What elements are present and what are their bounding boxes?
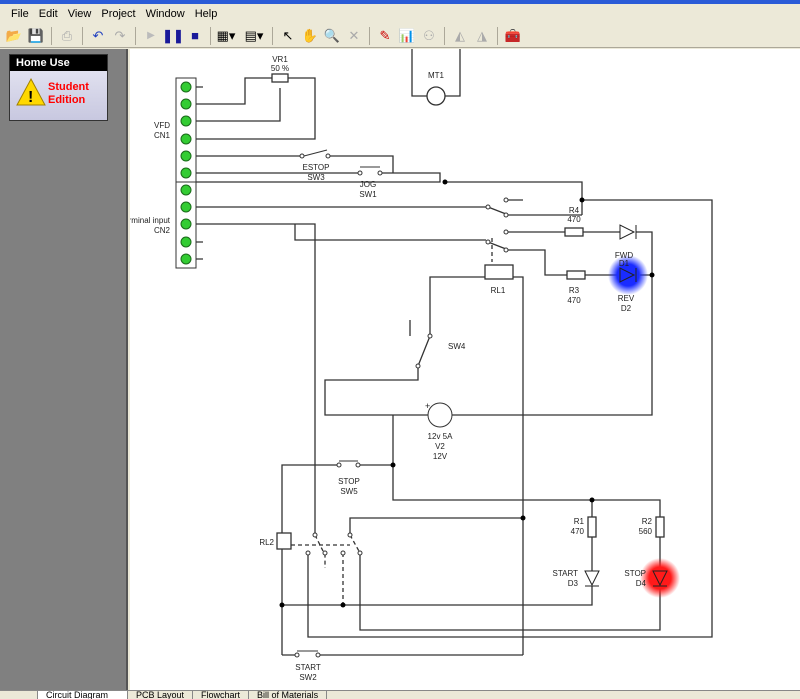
tab-circuit-diagram[interactable]: Circuit Diagram bbox=[38, 691, 128, 699]
v2-name: V2 bbox=[435, 442, 445, 451]
cn1-label: VFD bbox=[154, 121, 170, 130]
r2-name: R2 bbox=[642, 517, 653, 526]
menu-edit[interactable]: Edit bbox=[38, 8, 58, 20]
r2-value: 560 bbox=[639, 527, 653, 536]
pause-icon[interactable]: ❚❚ bbox=[162, 27, 184, 43]
d3-name: D3 bbox=[568, 579, 579, 588]
vr1-value: 50 % bbox=[271, 64, 289, 73]
document-tabs: Circuit Diagram PCB Layout Flowchart Bil… bbox=[0, 690, 800, 699]
sw2-name: SW2 bbox=[299, 673, 317, 682]
cn1-name: CN1 bbox=[154, 131, 171, 140]
probe-dropdown-icon[interactable]: ▤▾ bbox=[244, 27, 264, 43]
badge-line2: Edition bbox=[48, 94, 86, 106]
vr1-label: VR1 bbox=[272, 55, 288, 64]
flip-icon[interactable]: ◭ bbox=[455, 27, 465, 43]
sw1-label: JOG bbox=[360, 180, 376, 189]
d2-name: D2 bbox=[621, 304, 632, 313]
sw2-label: START bbox=[295, 663, 321, 672]
v2-label: 12v 5A bbox=[428, 432, 454, 441]
led-d2-lit bbox=[608, 255, 648, 295]
title-bar-edge bbox=[0, 0, 800, 4]
badge-line1: Student bbox=[48, 81, 89, 93]
r3-name: R3 bbox=[569, 286, 580, 295]
r1-value: 470 bbox=[571, 527, 585, 536]
save-icon[interactable]: 💾 bbox=[27, 27, 45, 43]
led-d4-lit bbox=[640, 558, 680, 598]
r4-name: R4 bbox=[569, 206, 580, 215]
d1-name: D1 bbox=[619, 259, 630, 268]
menu-view[interactable]: View bbox=[67, 8, 92, 20]
open-icon[interactable]: 📂 bbox=[5, 27, 23, 43]
svg-text:!: ! bbox=[28, 89, 33, 106]
rl2-name: RL2 bbox=[259, 538, 274, 547]
menu-project[interactable]: Project bbox=[101, 8, 136, 20]
tab-bill-of-materials[interactable]: Bill of Materials bbox=[249, 691, 328, 699]
toolbar: 📂 💾 ⎙ ↶ ↷ ▶ ❚❚ ■ ▦▾ ▤▾ ↖ ✋ 🔍 ✕ ✎ 📊 ⚇ ◭ ◮… bbox=[0, 24, 800, 48]
rotate-icon[interactable]: ◮ bbox=[477, 27, 487, 43]
circuit-canvas[interactable]: + VR1 50 % MT1 ESTOP SW3 JOG SW1 R4 470 … bbox=[122, 49, 800, 690]
v2-value: 12V bbox=[433, 452, 448, 461]
rl1-name: RL1 bbox=[491, 286, 506, 295]
undo-icon[interactable]: ↶ bbox=[92, 27, 104, 43]
svg-text:+: + bbox=[425, 401, 430, 411]
tab-pcb-layout[interactable]: PCB Layout bbox=[128, 691, 194, 699]
d3-label: START bbox=[553, 569, 579, 578]
toolbox-icon[interactable]: 🧰 bbox=[504, 27, 522, 43]
tab-flowchart[interactable]: Flowchart bbox=[193, 691, 250, 699]
d2-label: REV bbox=[618, 294, 635, 303]
r3-value: 470 bbox=[567, 296, 581, 305]
menu-window[interactable]: Window bbox=[145, 8, 185, 20]
sw5-label: STOP bbox=[338, 477, 360, 486]
menu-file[interactable]: File bbox=[11, 8, 29, 20]
sw3-name: SW3 bbox=[307, 173, 325, 182]
network-icon[interactable]: ⚇ bbox=[423, 27, 435, 43]
mt1-label: MT1 bbox=[428, 71, 445, 80]
sw4-name: SW4 bbox=[448, 342, 466, 351]
circuit-diagram: + VR1 50 % MT1 ESTOP SW3 JOG SW1 R4 470 … bbox=[122, 49, 713, 682]
delete-icon[interactable]: ✕ bbox=[348, 27, 360, 43]
r1-name: R1 bbox=[574, 517, 585, 526]
badge-title: Home Use bbox=[10, 55, 107, 71]
menu-help[interactable]: Help bbox=[194, 8, 218, 20]
chip-dropdown-icon[interactable]: ▦▾ bbox=[216, 27, 236, 43]
cn2-name: CN2 bbox=[154, 226, 171, 235]
r4-value: 470 bbox=[567, 215, 581, 224]
sw5-name: SW5 bbox=[340, 487, 358, 496]
play-icon[interactable]: ▶ bbox=[147, 30, 155, 41]
sw3-label: ESTOP bbox=[303, 163, 330, 172]
pointer-icon[interactable]: ↖ bbox=[282, 27, 294, 43]
menu-bar: File Edit View Project Window Help bbox=[0, 4, 800, 24]
d4-name: D4 bbox=[636, 579, 647, 588]
d4-label: STOP bbox=[624, 569, 646, 578]
cn2-label: terminal input bbox=[130, 216, 171, 225]
stop-icon[interactable]: ■ bbox=[191, 28, 199, 43]
sw1-name: SW1 bbox=[359, 190, 377, 199]
d1-label: FWD bbox=[615, 251, 633, 260]
redo-icon[interactable]: ↷ bbox=[114, 27, 126, 43]
warning-icon: ! bbox=[16, 77, 46, 106]
zoom-icon[interactable]: 🔍 bbox=[323, 27, 341, 43]
print-icon[interactable]: ⎙ bbox=[61, 27, 73, 43]
hand-icon[interactable]: ✋ bbox=[301, 27, 319, 43]
graph-icon[interactable]: 📊 bbox=[398, 27, 416, 43]
probe-icon[interactable]: ✎ bbox=[379, 27, 391, 43]
